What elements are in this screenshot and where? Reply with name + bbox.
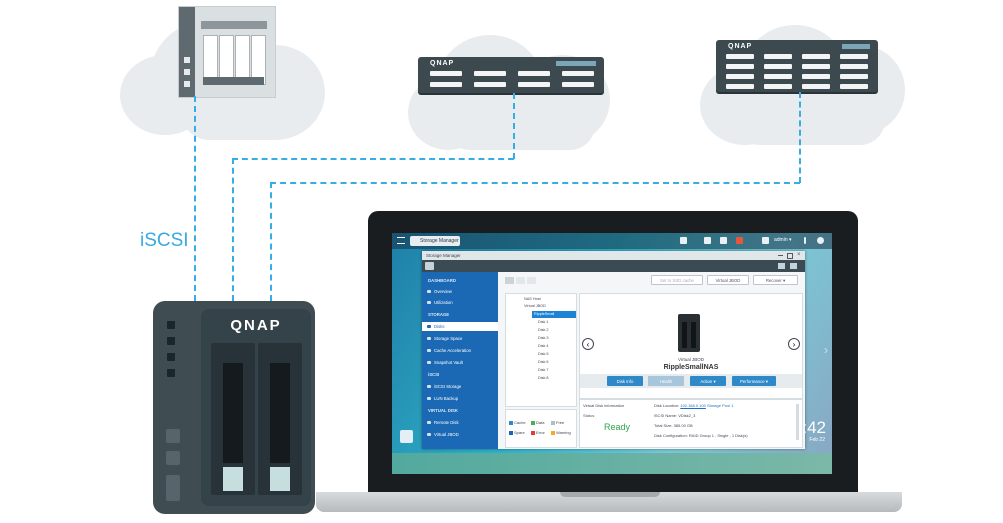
device-tree: NAS Host Virtual JBOD RippleSmall Disk 1…	[505, 293, 577, 407]
location-label: Disk Location:	[654, 403, 680, 408]
user-icon[interactable]	[704, 237, 711, 244]
info-scrollbar[interactable]	[796, 404, 799, 440]
sidebar-item-virtual-jbod[interactable]: Virtual JBOD	[422, 430, 498, 439]
tree-disk[interactable]: Disk 6	[538, 360, 549, 364]
main-content: Set to SSD cache Virtual JBOD Recover ▾ …	[501, 275, 803, 448]
sidebar-item-disks[interactable]: Disks	[422, 322, 498, 331]
action-button[interactable]: Action ▾	[690, 376, 726, 386]
legend-cache: Cache	[514, 420, 526, 425]
tree-disk[interactable]: Disk 2	[538, 328, 549, 332]
performance-button[interactable]: Performance ▾	[732, 376, 776, 386]
qts-desktop: Storage Manager admin ▾ Storage Manager …	[392, 233, 832, 474]
desktop-clock-time: :42	[802, 418, 826, 437]
total-size: Total Size: 385.00 GB	[654, 423, 693, 428]
more-icon[interactable]	[804, 237, 806, 244]
settings-icon[interactable]	[778, 263, 785, 269]
help-icon[interactable]	[790, 263, 797, 269]
sidebar-item-lun-backup[interactable]: LUN Backup	[422, 394, 498, 403]
tree-disk[interactable]: Disk 1	[538, 320, 549, 324]
rack-server-middle: QNAP	[418, 57, 604, 93]
sidebar-head-dashboard[interactable]: DASHBOARD	[428, 278, 456, 283]
sidebar-item-snapshot-vault[interactable]: Snapshot Vault	[422, 358, 498, 367]
minimize-icon[interactable]	[778, 255, 783, 256]
storage-manager-window: Storage Manager × DASHBOARD Overview Uti…	[422, 251, 805, 449]
legend-free: Free	[556, 420, 565, 425]
desktop-next-icon[interactable]: ›	[824, 343, 828, 357]
tree-disk[interactable]: Disk 5	[538, 352, 549, 356]
location-link[interactable]: 192.168.0.100	[680, 403, 706, 408]
iscsi-name: iSCSI Name: VDisk2_3	[654, 413, 696, 418]
sidebar-item-iscsi-storage[interactable]: iSCSI Storage	[422, 382, 498, 391]
sidebar: DASHBOARD Overview Utilization STORAGE D…	[422, 272, 498, 449]
health-button[interactable]: Health	[648, 376, 684, 386]
desktop-clock-date: Feb 22	[809, 437, 825, 443]
tree-selected-device[interactable]: RippleSmall	[532, 311, 576, 318]
info-header: Virtual Disk information	[583, 403, 625, 408]
maximize-icon[interactable]	[787, 253, 793, 259]
sidebar-item-overview[interactable]: Overview	[422, 287, 498, 296]
set-ssd-cache-button[interactable]: Set to SSD cache	[651, 275, 703, 285]
view-list-icon[interactable]	[505, 277, 514, 284]
sidebar-head-iscsi[interactable]: iSCSI	[428, 372, 440, 377]
sidebar-item-remote-disk[interactable]: Remote Disk	[422, 418, 498, 427]
tree-virtual-jbod[interactable]: Virtual JBOD	[524, 304, 546, 308]
device-type: Virtual JBOD	[678, 357, 704, 362]
rack-server-right: QNAP	[716, 40, 878, 92]
sidebar-item-cache-acceleration[interactable]: Cache Acceleration	[422, 346, 498, 355]
status-label: Status	[583, 413, 595, 418]
tree-disk[interactable]: Disk 3	[538, 336, 549, 340]
legend-error: Error	[536, 430, 545, 435]
legend-spare: Spare	[514, 430, 525, 435]
next-arrow-icon[interactable]: ›	[788, 338, 800, 350]
sidebar-item-storage-space[interactable]: Storage Space	[422, 334, 498, 343]
rack-brand: QNAP	[728, 43, 753, 50]
local-nas-device: QNAP	[153, 301, 315, 514]
tasks-icon[interactable]	[720, 237, 727, 244]
disk-info-panel: Virtual Disk information Status Ready Di…	[579, 399, 803, 448]
iscsi-label: iSCSI	[140, 230, 189, 251]
home-icon[interactable]	[425, 262, 434, 270]
tree-disk[interactable]: Disk 4	[538, 344, 549, 348]
menu-icon[interactable]	[397, 237, 405, 244]
window-title: Storage Manager	[422, 251, 805, 260]
tree-disk[interactable]: Disk 7	[538, 368, 549, 372]
tree-nas-host[interactable]: NAS Host	[524, 297, 541, 301]
cloud-tower-nas	[178, 6, 276, 98]
laptop-base	[316, 492, 902, 512]
device-panel: ‹ › Virtual JBOD RippleSmallNAS Disk Inf…	[579, 293, 803, 399]
search-icon[interactable]	[680, 237, 687, 244]
admin-menu[interactable]: admin ▾	[774, 237, 792, 243]
disk-info-button[interactable]: Disk Info	[607, 376, 643, 386]
desktop-app-icon[interactable]	[400, 430, 413, 443]
dashboard-icon[interactable]	[817, 237, 824, 244]
legend-data: Data	[536, 420, 545, 425]
nas-logo: QNAP	[230, 317, 282, 334]
sidebar-head-storage[interactable]: STORAGE	[428, 312, 450, 317]
qts-taskbar: Storage Manager admin ▾	[392, 233, 832, 249]
sidebar-head-virtual-disk[interactable]: VIRTUAL DISK	[428, 408, 459, 413]
virtual-jbod-button[interactable]: Virtual JBOD	[707, 275, 749, 285]
legend-warning: Warning	[556, 430, 571, 435]
options-icon[interactable]	[762, 237, 769, 244]
taskbar-app-tab[interactable]: Storage Manager	[410, 236, 460, 246]
close-icon[interactable]: ×	[797, 252, 801, 258]
storage-pool-link[interactable]: Storage Pool 1	[706, 403, 734, 408]
view-grid-icon[interactable]	[516, 277, 525, 284]
view-tree-icon[interactable]	[527, 277, 536, 284]
rack-brand: QNAP	[430, 60, 455, 67]
notification-icon[interactable]	[736, 237, 743, 244]
sidebar-item-utilization[interactable]: Utilization	[422, 298, 498, 307]
device-name: RippleSmallNAS	[663, 364, 719, 371]
disk-legend: Cache Data Free Spare Error Warning	[505, 409, 577, 448]
tree-disk[interactable]: Disk 8	[538, 376, 549, 380]
status-value: Ready	[604, 422, 631, 432]
recover-button[interactable]: Recover ▾	[753, 275, 798, 285]
prev-arrow-icon[interactable]: ‹	[582, 338, 594, 350]
disk-config: Disk Configuration: RAID Group 1 , Singl…	[654, 433, 748, 438]
